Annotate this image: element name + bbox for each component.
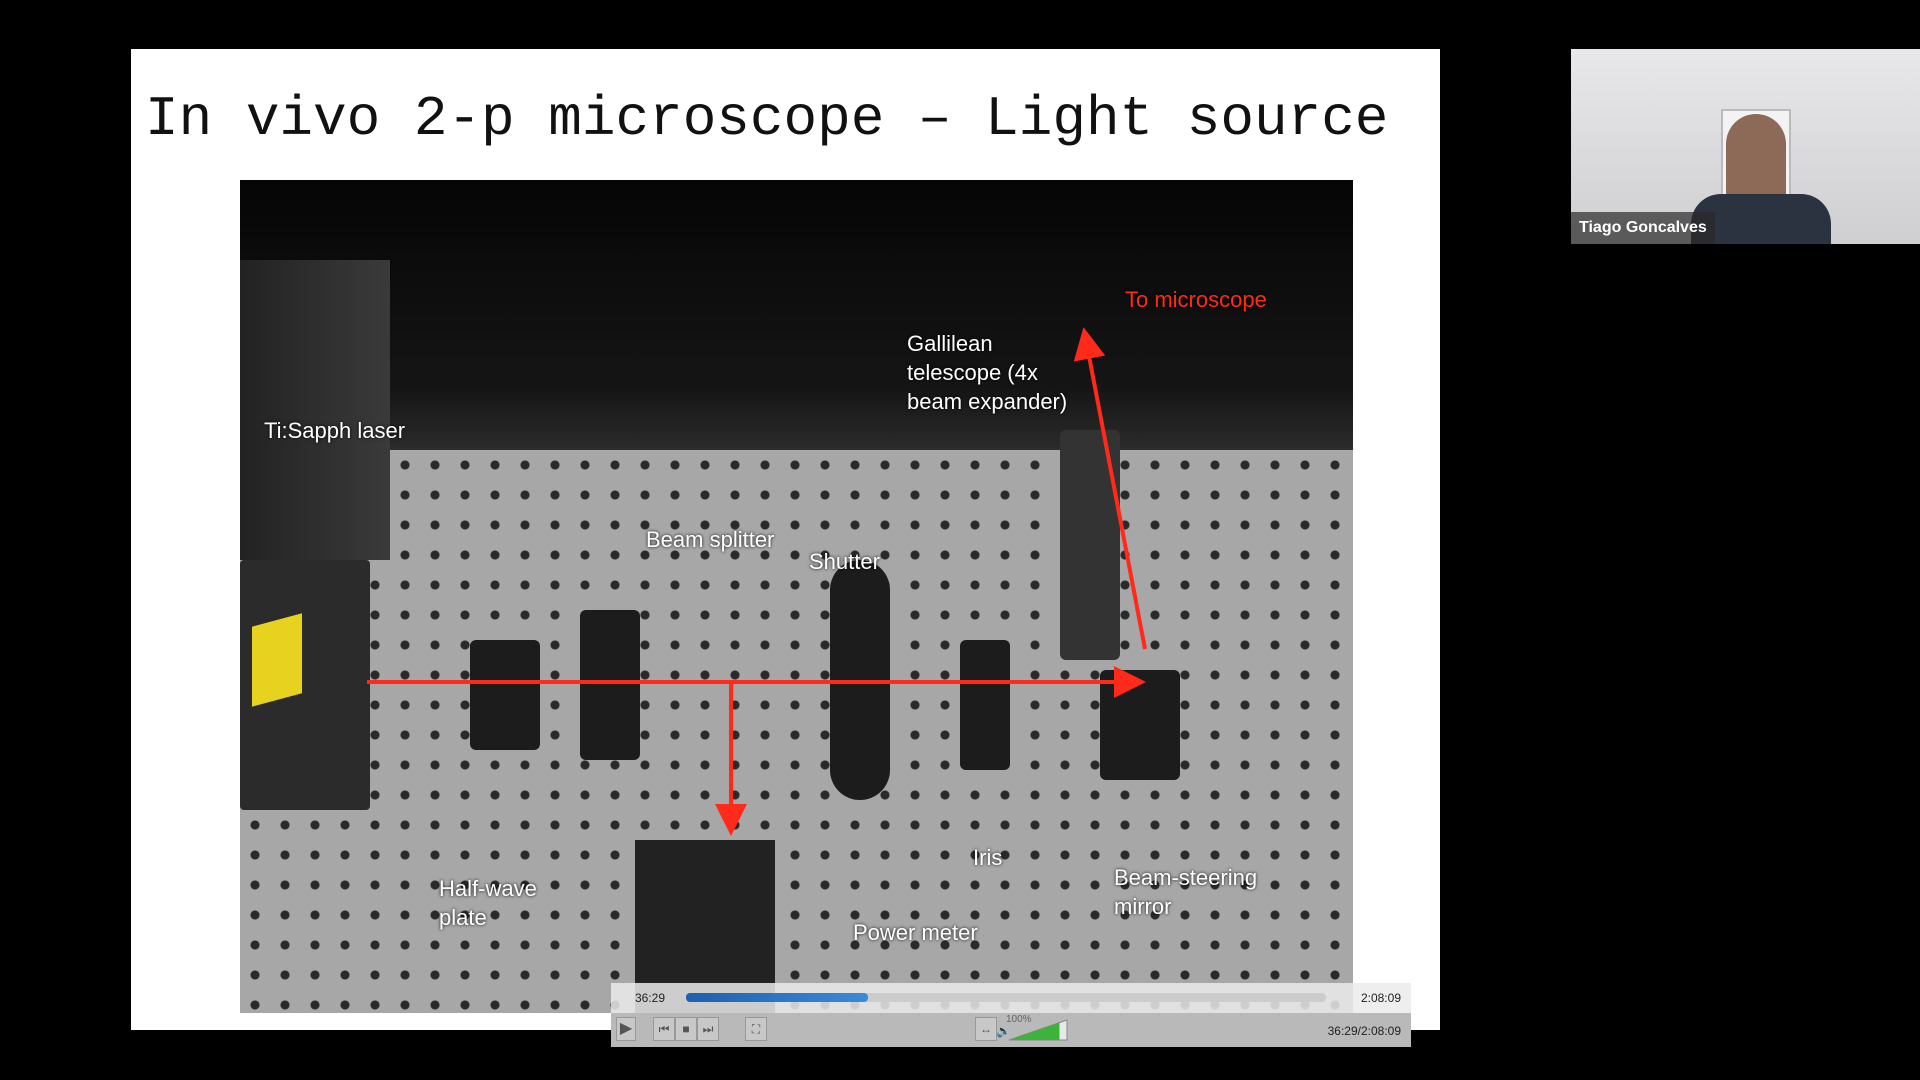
label-half-wave-plate: Half-wave plate bbox=[439, 874, 537, 932]
label-beam-splitter: Beam splitter bbox=[646, 527, 775, 552]
label-line: Beam-steering bbox=[1114, 865, 1258, 890]
volume-icon[interactable]: 🔊 bbox=[996, 1024, 1011, 1038]
aspect-ratio-button[interactable]: ↔ bbox=[975, 1017, 997, 1041]
play-button[interactable]: ▶ bbox=[616, 1017, 636, 1041]
label-line: Gallilean bbox=[907, 331, 993, 356]
label-line: mirror bbox=[1114, 894, 1172, 919]
enclosure-wall bbox=[240, 260, 390, 560]
label-iris: Iris bbox=[973, 845, 1003, 870]
media-player-controls: 36:29 2:08:09 ▶ ⏮ ■ ⏭ ⛶ ↔ 🔊 100% 36:29/2… bbox=[611, 983, 1411, 1047]
label-shutter: Shutter bbox=[809, 549, 880, 574]
participant-name: Tiago Goncalves bbox=[1571, 212, 1715, 244]
iris-mount bbox=[960, 640, 1010, 770]
volume-label: 100% bbox=[1006, 1014, 1032, 1025]
webcam-tile[interactable]: Tiago Goncalves bbox=[1571, 49, 1920, 244]
fullscreen-button[interactable]: ⛶ bbox=[745, 1017, 767, 1041]
label-line: beam expander) bbox=[907, 389, 1068, 414]
label-to-microscope: To microscope bbox=[1125, 287, 1267, 312]
time-readout: 36:29/2:08:09 bbox=[1327, 1024, 1401, 1038]
seek-row: 36:29 2:08:09 bbox=[611, 983, 1411, 1013]
previous-button[interactable]: ⏮ bbox=[653, 1017, 675, 1041]
label-line: Half-wave bbox=[439, 876, 537, 901]
control-row: ▶ ⏮ ■ ⏭ ⛶ ↔ 🔊 100% 36:29/2:08:09 bbox=[611, 1013, 1411, 1047]
volume-slider[interactable] bbox=[1009, 1019, 1069, 1041]
beam-splitter-mount bbox=[580, 610, 640, 760]
seek-bar[interactable] bbox=[686, 993, 1326, 1002]
label-line: plate bbox=[439, 905, 487, 930]
label-telescope: Gallilean telescope (4x beam expander) bbox=[907, 329, 1067, 416]
seek-progress bbox=[686, 993, 869, 1002]
stop-button[interactable]: ■ bbox=[675, 1017, 697, 1041]
volume-level bbox=[1009, 1022, 1060, 1040]
beam-path bbox=[367, 327, 1147, 836]
setup-photo: Ti:Sapph laser Beam splitter Shutter Gal… bbox=[240, 180, 1353, 1013]
label-laser: Ti:Sapph laser bbox=[264, 418, 406, 443]
elapsed-time: 36:29 bbox=[635, 991, 666, 1005]
label-power-meter: Power meter bbox=[853, 920, 978, 945]
laser-unit bbox=[240, 560, 370, 810]
label-beam-steering-mirror: Beam-steering mirror bbox=[1114, 863, 1257, 921]
next-button[interactable]: ⏭ bbox=[697, 1017, 719, 1041]
label-line: telescope (4x bbox=[907, 360, 1038, 385]
total-time: 2:08:09 bbox=[1360, 991, 1401, 1005]
slide-title: In vivo 2-p microscope – Light source bbox=[145, 87, 1389, 151]
half-wave-mount bbox=[470, 640, 540, 750]
